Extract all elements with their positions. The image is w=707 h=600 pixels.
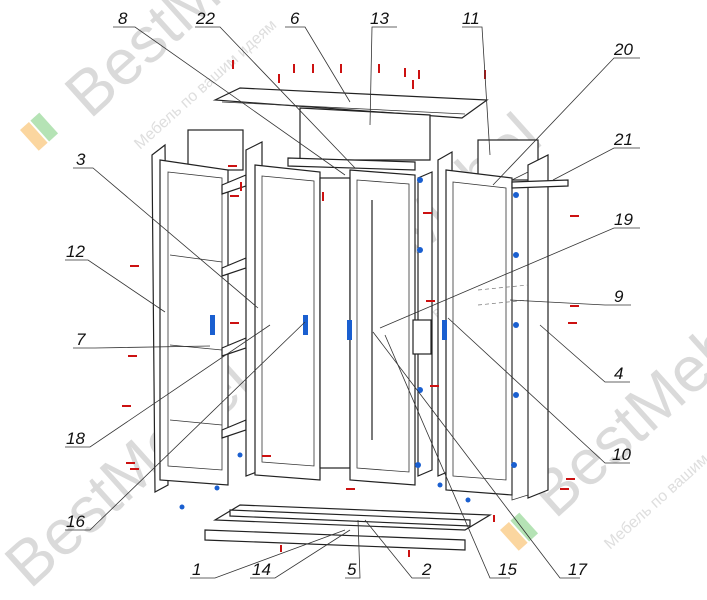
part-label-14: 14 [252, 560, 271, 579]
hinges [179, 177, 519, 510]
hinge-icon [179, 504, 185, 510]
part-label-8: 8 [118, 9, 128, 28]
screw-icon [130, 468, 139, 470]
screw-icon [412, 80, 414, 89]
screw-icon [262, 455, 271, 457]
screw-icon [560, 488, 569, 490]
center-right-door [349, 169, 416, 486]
screw-icon [230, 322, 239, 324]
watermark-logo-icon [500, 512, 539, 551]
hinge-icon [437, 482, 443, 488]
part-label-2: 2 [421, 560, 432, 579]
hinge-icon [513, 252, 519, 258]
screw-icon [423, 212, 432, 214]
center-left-door [254, 164, 321, 481]
part-label-17: 17 [568, 560, 587, 579]
part-label-4: 4 [614, 364, 623, 383]
screw-icon [122, 405, 131, 407]
part-label-19: 19 [614, 210, 633, 229]
plinth-back [229, 509, 471, 527]
right-door [445, 169, 513, 496]
left-handle-icon [210, 315, 215, 335]
screw-icon [340, 64, 342, 73]
screw-icon [566, 478, 575, 480]
hanging-rod [511, 179, 569, 189]
hinge-icon [513, 392, 519, 398]
hinge-icon [417, 247, 423, 253]
screw-icon [404, 68, 406, 77]
screw-icon [312, 64, 314, 73]
hinge-icon [237, 452, 243, 458]
screw-icon [346, 488, 355, 490]
watermark-logo-icon [20, 112, 59, 151]
screw-icon [426, 300, 435, 302]
part-label-1: 1 [192, 560, 201, 579]
screw-icon [280, 545, 282, 552]
hinge-icon [214, 485, 220, 491]
screw-icon [570, 215, 579, 217]
part-label-12: 12 [66, 242, 85, 261]
screw-icon [408, 550, 410, 557]
screw-icon [378, 64, 380, 73]
leader-lines [65, 26, 640, 579]
part-label-21: 21 [613, 130, 633, 149]
part-label-11: 11 [462, 9, 480, 28]
wardrobe-drawing [151, 87, 569, 551]
hinge-icon [415, 462, 421, 468]
part-label-6: 6 [290, 9, 300, 28]
part-label-7: 7 [76, 330, 86, 349]
part-label-5: 5 [347, 560, 357, 579]
screw-icon [568, 322, 577, 324]
part-label-3: 3 [76, 150, 86, 169]
part-label-20: 20 [613, 40, 633, 59]
part-labels: 8 22 6 13 11 20 3 21 19 12 9 7 4 18 10 1… [66, 9, 633, 579]
screw-icon [493, 515, 495, 522]
part-label-15: 15 [498, 560, 517, 579]
screw-icon [278, 74, 280, 83]
part-label-10: 10 [612, 445, 631, 464]
back-center-panel [319, 177, 351, 469]
part-label-16: 16 [66, 512, 85, 531]
screw-icon [418, 70, 420, 79]
part-label-13: 13 [370, 9, 389, 28]
handle-icon [347, 320, 352, 340]
handle-icon [303, 315, 308, 335]
screw-icon [293, 64, 295, 73]
screw-icon [232, 60, 234, 69]
screw-icon [126, 462, 135, 464]
handle-icon [442, 320, 447, 340]
part-label-9: 9 [614, 287, 624, 306]
left-door [159, 159, 229, 486]
screw-icon [230, 195, 239, 197]
screw-icon [240, 182, 242, 191]
part-label-22: 22 [195, 9, 215, 28]
hinge-icon [513, 322, 519, 328]
hinge-icon [417, 387, 423, 393]
right-side-panel [527, 154, 549, 499]
left-back-panel [187, 129, 244, 171]
hinge-icon [511, 462, 517, 468]
screw-icon [228, 165, 237, 167]
screw-icon [128, 355, 137, 357]
hinge-icon [465, 497, 471, 503]
back-upper-panel [299, 107, 431, 161]
screw-icon [130, 265, 139, 267]
hinge-icon [417, 177, 423, 183]
fasteners [122, 60, 579, 557]
screw-icon [322, 192, 324, 201]
part-label-18: 18 [66, 429, 85, 448]
hinge-icon [513, 192, 519, 198]
screw-icon [430, 385, 439, 387]
drawer-box [412, 319, 432, 355]
screw-icon [570, 305, 579, 307]
